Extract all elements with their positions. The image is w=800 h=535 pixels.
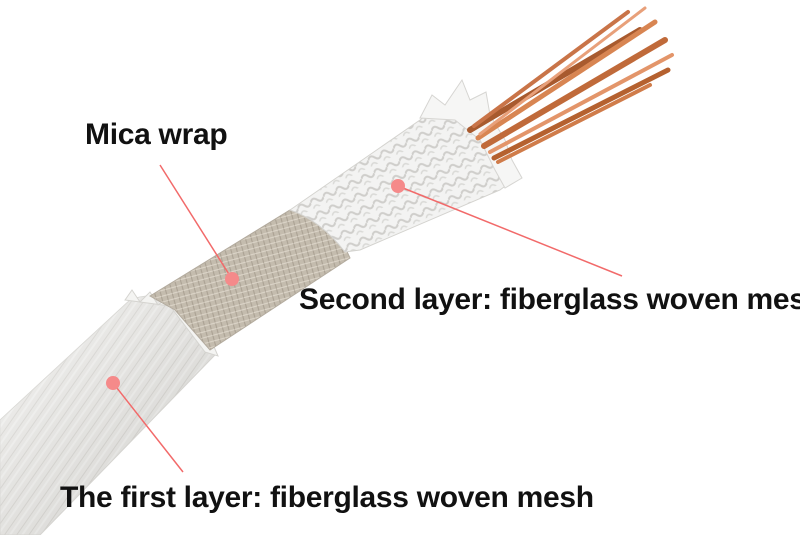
first-layer-label: The first layer: fiberglass woven mesh <box>60 481 594 514</box>
mica-wrap-label: Mica wrap <box>85 118 228 151</box>
copper-conductor <box>467 6 674 164</box>
mica-wrap-pointer-line <box>159 164 233 280</box>
first-layer-shade <box>0 296 215 535</box>
first-layer-marker <box>106 376 120 390</box>
mica-wrap-marker <box>225 272 239 286</box>
second-layer-marker <box>391 179 405 193</box>
second-layer-label: Second layer: fiberglass woven mesh <box>299 283 800 316</box>
first-layer-pointer-line <box>112 382 184 473</box>
second-layer-pointer-line <box>397 185 623 277</box>
